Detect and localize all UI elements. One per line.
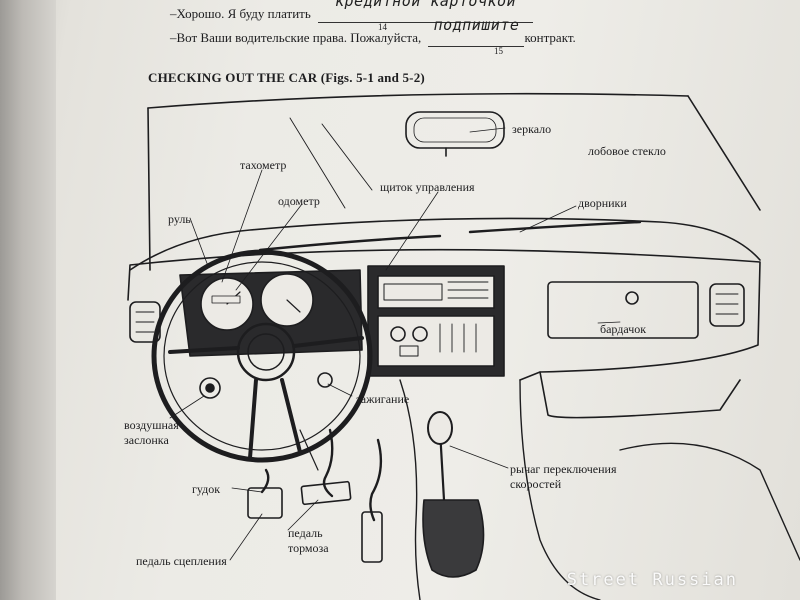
exercise-line-14: –Хорошо. Я буду платить кредитной карточ… xyxy=(170,0,534,23)
label-wipers: дворники xyxy=(578,196,627,210)
watermark: Street Russian xyxy=(566,570,738,590)
label-brake: педаль тормоза xyxy=(288,526,329,556)
section-heading: CHECKING OUT THE CAR (Figs. 5-1 and 5-2) xyxy=(148,70,425,85)
label-dashboard: щиток управления xyxy=(380,180,475,194)
exercise-number-14: 14 xyxy=(378,22,387,32)
gear-boot xyxy=(422,499,485,578)
label-steering-wheel: руль xyxy=(168,212,191,226)
exercise-number-15: 15 xyxy=(494,46,503,56)
label-gearshift-line1: рычаг переключения xyxy=(510,462,617,476)
label-tachometer: тахометр xyxy=(240,158,287,172)
rearview-mirror xyxy=(405,111,505,149)
exercise-blank-14: кредитной карточкой xyxy=(318,0,534,23)
accelerator-arm xyxy=(369,438,383,522)
exercise-line-15: –Вот Ваши водительские права. Пожалуйста… xyxy=(170,16,576,47)
handwritten-answer-14: кредитной карточкой xyxy=(335,0,517,10)
right-vent xyxy=(709,283,745,327)
glovebox xyxy=(547,281,699,339)
label-brake-line1: педаль xyxy=(288,526,323,540)
handwritten-answer-15: подпишите xyxy=(433,16,520,34)
exercise-text-15: –Вот Ваши водительские права. Пожалуйста… xyxy=(170,30,422,45)
label-windshield: лобовое стекло xyxy=(588,144,666,158)
label-choke-line1: воздушная xyxy=(124,418,179,432)
left-a-pillar xyxy=(147,107,151,271)
ignition-switch xyxy=(317,372,333,388)
choke-knob xyxy=(199,377,221,399)
label-gearshift: рычаг переключения скоростей xyxy=(510,462,616,492)
wiper-right xyxy=(468,220,642,234)
wiper-left xyxy=(258,234,442,252)
right-a-pillar xyxy=(687,95,761,211)
label-odometer: одометр xyxy=(278,194,320,208)
steering-wheel xyxy=(151,249,373,463)
accelerator-pedal xyxy=(361,511,383,563)
label-clutch: педаль сцепления xyxy=(136,554,227,568)
passenger-seat xyxy=(619,442,800,561)
roof-line xyxy=(147,92,689,109)
exercise-text-14: –Хорошо. Я буду платить xyxy=(170,6,311,21)
label-ignition: зажигание xyxy=(356,392,410,406)
exercise-blank-15: подпишите xyxy=(428,16,525,47)
label-glovebox: бардачок xyxy=(600,322,647,336)
gear-knob xyxy=(427,411,453,445)
label-brake-line2: тормоза xyxy=(288,541,329,555)
book-spine xyxy=(0,0,56,600)
exercise-text-15-after: контракт. xyxy=(524,30,576,45)
label-horn: гудок xyxy=(192,482,221,496)
label-mirror: зеркало xyxy=(512,122,552,136)
steering-hub xyxy=(236,322,296,382)
label-choke: воздушная заслонка xyxy=(124,418,179,448)
dash-top-edge xyxy=(129,217,761,271)
radio-unit xyxy=(377,275,495,309)
brake-pedal-arm xyxy=(322,428,334,498)
label-gearshift-line2: скоростей xyxy=(510,477,562,491)
label-choke-line2: заслонка xyxy=(124,433,169,447)
clutch-pedal xyxy=(247,487,283,519)
dashboard-body xyxy=(127,248,761,381)
brake-pedal xyxy=(300,480,352,506)
